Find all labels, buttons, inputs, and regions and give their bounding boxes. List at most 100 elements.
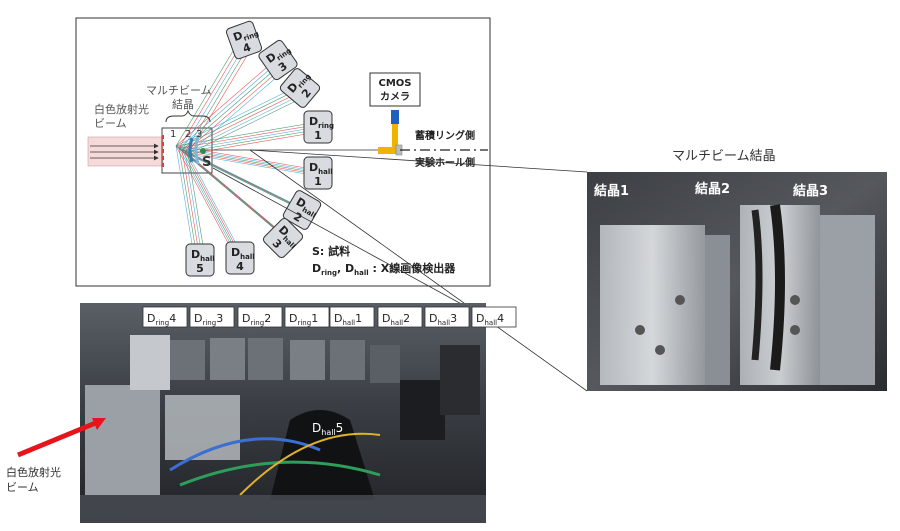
svg-text:Dhall4: Dhall4 xyxy=(476,312,504,327)
cmos-label-box xyxy=(369,72,421,107)
beam-label-line2: ビーム xyxy=(94,117,127,130)
foil-wrapped-housing xyxy=(165,395,240,460)
svg-text:Dring4: Dring4 xyxy=(147,312,176,327)
crystal-group-brace xyxy=(165,109,211,123)
diffracted-ray xyxy=(184,151,322,176)
lab-beam-label-line1: 白色放射光 xyxy=(6,465,61,479)
svg-text:4: 4 xyxy=(241,40,253,55)
diffracted-ray xyxy=(175,60,275,147)
diffracted-ray xyxy=(175,145,195,257)
crystal-group-label-line1: マルチビーム xyxy=(146,84,212,97)
crystal-photo-title: マルチビーム結晶 xyxy=(672,149,776,164)
cmos-scintillator xyxy=(378,147,398,154)
cmos-label-line2: カメラ xyxy=(380,91,410,103)
diffracted-ray xyxy=(187,153,325,178)
diffracted-ray xyxy=(184,151,304,211)
lab-label-hall-2: Dhall2 xyxy=(377,306,423,328)
diffracted-ray xyxy=(184,46,249,153)
diffracted-rays xyxy=(175,40,325,265)
diffracted-ray xyxy=(184,151,287,238)
diffracted-ray xyxy=(178,42,243,149)
legend-detectors-suffix: : X線画像検出器 xyxy=(369,261,457,275)
svg-text:Dring: Dring xyxy=(309,115,334,130)
beam-arrow-head xyxy=(92,418,106,430)
svg-text:1: 1 xyxy=(314,129,322,142)
beam-arrow xyxy=(17,419,99,458)
diffracted-ray xyxy=(175,145,235,255)
svg-text:Dhall: Dhall xyxy=(231,246,255,261)
cmos-camera-post xyxy=(392,124,398,148)
diffracted-ray xyxy=(181,149,301,209)
diffracted-ray xyxy=(178,147,238,257)
diffracted-ray xyxy=(178,124,316,149)
diffracted-ray xyxy=(181,149,201,261)
incoming-beam xyxy=(87,136,164,167)
svg-text:Dhall2: Dhall2 xyxy=(382,312,410,327)
diffracted-ray xyxy=(181,149,319,174)
diffracted-ray xyxy=(187,153,290,240)
optics-tower xyxy=(130,335,170,390)
detector-hall-2-body xyxy=(400,380,445,440)
lab-label-hall-4: Dhall4 xyxy=(471,306,517,328)
legend-sample: S: 試料 xyxy=(312,244,350,258)
diffracted-ray xyxy=(184,128,322,153)
diffracted-ray xyxy=(175,145,313,170)
detector-ring-4: Dring4 xyxy=(225,20,263,60)
crystal-photo-label-3: 結晶3 xyxy=(793,183,828,199)
diffracted-ray xyxy=(181,149,241,259)
diffracted-ray xyxy=(175,122,313,147)
svg-text:Dhall1: Dhall1 xyxy=(334,312,362,327)
beamline-optics-box xyxy=(85,385,160,495)
diffracted-ray xyxy=(184,66,284,153)
diffracted-ray xyxy=(178,62,278,149)
diffracted-ray xyxy=(178,147,281,234)
diffracted-ray xyxy=(181,64,281,151)
detector-group: Dring4Dring3Dring2Dring1Dhall1Dhall2Dhal… xyxy=(185,20,334,277)
crystal-group-label-line2: 結晶 xyxy=(172,97,194,111)
detector-hall-4: Dhall4 xyxy=(225,241,255,275)
diffracted-ray xyxy=(178,147,298,207)
diffracted-ray xyxy=(187,130,325,155)
diffracted-ray xyxy=(184,93,304,153)
detector-hall-1: Dhall1 xyxy=(303,156,333,190)
lab-label-ring-3: Dring3 xyxy=(189,306,235,328)
crystal-number: 2 xyxy=(185,129,191,140)
crystal-number: 1 xyxy=(170,129,176,140)
schematic-panel: 白色放射光 ビーム マルチビーム 結晶 1 2 3 S CMOS カメラ 蓄積リ… xyxy=(75,17,491,287)
crystal-photo-label-1: 結晶1 xyxy=(594,183,629,199)
diffracted-ray xyxy=(181,91,301,151)
crystal-number: 3 xyxy=(196,129,202,140)
diffracted-ray xyxy=(187,153,307,213)
lab-label-hall-1: Dhall1 xyxy=(329,306,375,328)
lab-label-hall-3: Dhall3 xyxy=(424,306,470,328)
crystal-holder-1-side xyxy=(705,235,730,385)
lab-label-hall-5: Dhall5 xyxy=(312,421,343,437)
detector-hall-5: Dhall5 xyxy=(185,243,215,277)
detector-ring-2: Dring2 xyxy=(279,68,321,108)
detector-ring-3: Dring3 xyxy=(258,39,298,81)
diffracted-ray xyxy=(181,44,246,151)
detector-hall-3: Dhall3 xyxy=(262,217,304,259)
svg-text:Dhall: Dhall xyxy=(309,161,333,176)
crystal-mark xyxy=(194,135,200,165)
svg-text:1: 1 xyxy=(314,175,322,188)
diffracted-ray xyxy=(181,126,319,151)
sample-marker: S xyxy=(202,155,211,170)
lab-label-ring-1: Dring1 xyxy=(284,306,330,328)
diffracted-ray xyxy=(178,147,198,259)
diffracted-ray xyxy=(175,40,240,147)
detector-ring-1: Dring1 xyxy=(303,110,334,144)
svg-text:Dhall: Dhall xyxy=(191,248,215,263)
svg-text:Dring3: Dring3 xyxy=(194,312,223,327)
diffracted-ray xyxy=(181,149,284,236)
diffracted-ray xyxy=(187,95,307,155)
crystal-photo-panel: マルチビーム結晶 結晶1 結晶2 結晶3 xyxy=(587,149,887,391)
svg-text:5: 5 xyxy=(196,262,204,275)
svg-text:Dring1: Dring1 xyxy=(289,312,318,327)
cmos-camera-body xyxy=(391,110,399,124)
svg-text:4: 4 xyxy=(236,260,244,273)
crystal-mark xyxy=(188,137,194,163)
